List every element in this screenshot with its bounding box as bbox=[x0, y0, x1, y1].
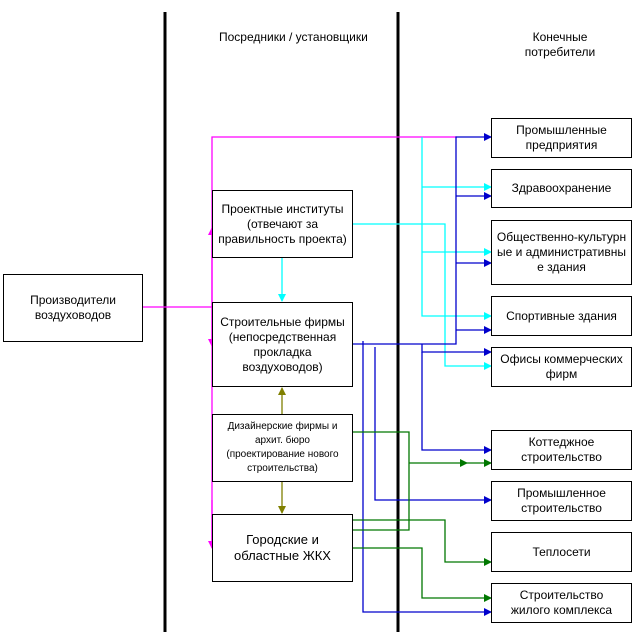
node-manufacturers-label: Производители воздуховодов bbox=[30, 293, 116, 322]
node-healthcare-label: Здравоохранение bbox=[511, 181, 612, 195]
column-header-intermediaries: Посредники / установщики bbox=[219, 30, 368, 44]
edge-designer-to-cottages bbox=[352, 431, 410, 531]
column-header-consumers: Конечные потребители bbox=[524, 30, 596, 59]
node-manufacturers[interactable]: Производители воздуховодов bbox=[3, 274, 143, 342]
node-heating-networks-label: Теплосети bbox=[532, 544, 591, 559]
node-industrial-construction[interactable]: Промышленное строительство bbox=[491, 481, 632, 521]
node-industrial-enterprises-label: Промышленные предприятия bbox=[516, 123, 607, 152]
node-construction-firms[interactable]: Строительные фирмы (непосредственная про… bbox=[212, 302, 353, 387]
edge-design-trunk bbox=[352, 223, 492, 370]
node-residential-complex-label: Строительство жилого комплекса bbox=[510, 588, 613, 617]
node-construction-firms-label: Строительные фирмы (непосредственная про… bbox=[220, 314, 345, 374]
node-housing-utilities[interactable]: Городские и областные ЖКХ bbox=[212, 514, 353, 582]
construction-flow-lines bbox=[352, 133, 492, 616]
design-institute-flow-lines bbox=[278, 137, 492, 370]
node-design-institutes[interactable]: Проектные институты (отвечают за правиль… bbox=[212, 190, 353, 258]
node-housing-utilities-label: Городские и областные ЖКХ bbox=[234, 532, 331, 563]
housing-flow-lines bbox=[352, 431, 492, 602]
node-cottage-construction[interactable]: Коттеджное строительство bbox=[491, 430, 632, 470]
node-public-buildings[interactable]: Общественно-культурные и административны… bbox=[491, 220, 632, 285]
node-industrial-enterprises[interactable]: Промышленные предприятия bbox=[491, 118, 632, 158]
node-designer-firms[interactable]: Дизайнерские фирмы и архит. бюро (проект… bbox=[212, 414, 353, 482]
node-sports-buildings-label: Спортивные здания bbox=[506, 308, 617, 323]
node-residential-complex[interactable]: Строительство жилого комплекса bbox=[491, 583, 632, 623]
edge-construction-to-residential bbox=[362, 341, 492, 616]
node-commercial-offices-label: Офисы коммерческих фирм bbox=[500, 352, 623, 381]
node-healthcare[interactable]: Здравоохранение bbox=[491, 169, 632, 208]
node-design-institutes-label: Проектные институты (отвечают за правиль… bbox=[218, 201, 347, 246]
edge-housing-to-residential bbox=[352, 547, 492, 602]
node-designer-firms-label: Дизайнерские фирмы и архит. бюро (проект… bbox=[226, 421, 339, 474]
node-sports-buildings[interactable]: Спортивные здания bbox=[491, 296, 632, 336]
node-industrial-construction-label: Промышленное строительство bbox=[517, 486, 606, 515]
node-commercial-offices[interactable]: Офисы коммерческих фирм bbox=[491, 347, 632, 387]
edge-construction-to-cottages bbox=[421, 352, 492, 454]
node-public-buildings-label: Общественно-культурные и административны… bbox=[496, 230, 627, 274]
edge-construction-to-industrial-construction bbox=[374, 347, 492, 504]
edge-housing-to-heating bbox=[352, 519, 492, 566]
edge-manufacturers-to-industrial bbox=[211, 136, 457, 545]
node-cottage-construction-label: Коттеджное строительство bbox=[521, 435, 602, 464]
edge-design-to-healthcare bbox=[421, 137, 492, 320]
edge-construction-trunk bbox=[352, 133, 492, 345]
node-heating-networks[interactable]: Теплосети bbox=[491, 532, 632, 572]
edge-construction-to-offices bbox=[421, 344, 492, 356]
